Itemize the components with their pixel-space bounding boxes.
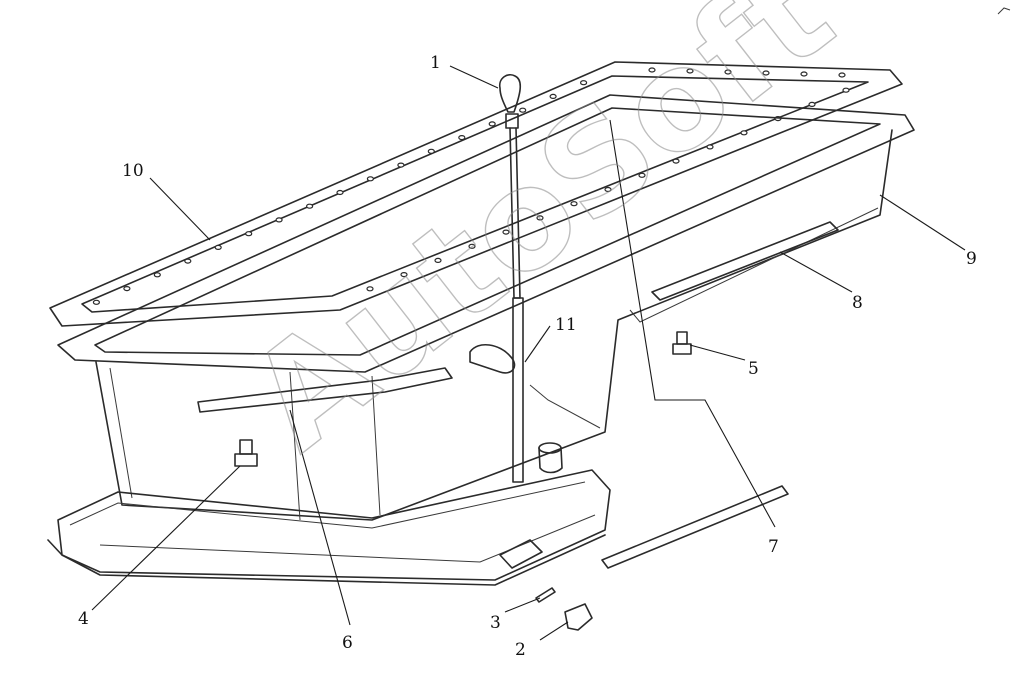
plug-2: [564, 603, 593, 631]
baffle-strip-6: [197, 367, 453, 413]
gasket-hole: [427, 148, 435, 154]
gasket-hole: [838, 72, 846, 78]
gasket-hole: [740, 130, 748, 136]
gasket-hole: [184, 258, 192, 264]
callout-1: 1: [430, 53, 441, 73]
gasket-hole: [488, 121, 496, 127]
gasket-hole: [724, 69, 732, 75]
callout-5: 5: [748, 359, 759, 379]
bolt-5: [672, 331, 692, 355]
oil-pan: [57, 94, 915, 521]
callout-2: 2: [515, 640, 526, 660]
baffle-strip-8: [651, 221, 839, 301]
pin-3: [535, 587, 556, 603]
gasket-hole: [306, 203, 314, 209]
gasket-hole: [214, 244, 222, 250]
strip-7: [601, 485, 789, 569]
gasket-hole: [579, 80, 588, 86]
gasket-hole: [604, 186, 612, 193]
gasket-hole: [458, 135, 466, 141]
sump-bottom: [47, 469, 611, 586]
gasket-hole: [519, 107, 527, 113]
callout-11: 11: [555, 315, 577, 335]
gasket-hole: [123, 286, 131, 292]
drain-boss: [499, 539, 543, 569]
gasket-hole: [92, 299, 101, 305]
gasket-hole: [842, 87, 850, 93]
gasket-hole: [434, 257, 442, 263]
corner-mark: [997, 7, 1011, 15]
gasket-hole: [366, 176, 374, 182]
gasket-hole: [275, 217, 283, 223]
gasket-hole: [808, 101, 816, 108]
gasket-hole: [336, 189, 344, 196]
callout-10: 10: [122, 161, 144, 181]
gasket-hole: [686, 68, 694, 74]
callout-7: 7: [768, 537, 779, 557]
gasket-hole: [536, 215, 544, 221]
watermark-text: AutoSoft: [221, 0, 861, 481]
gasket-hole: [648, 67, 656, 73]
upper-gasket: [49, 61, 903, 327]
dipstick: [498, 73, 524, 483]
gasket-hole: [800, 71, 808, 77]
callout-4: 4: [78, 609, 89, 629]
gasket-hole: [762, 70, 770, 76]
callout-3: 3: [490, 613, 501, 633]
clip-11: [469, 344, 516, 374]
callout-6: 6: [342, 633, 353, 653]
fitting-4: [234, 439, 258, 467]
callout-labels: 1 2 3 4 5 6 7 8 9 10 11: [78, 53, 977, 660]
gasket-hole: [502, 229, 510, 235]
gasket-hole: [153, 272, 161, 278]
gasket-hole: [245, 231, 253, 237]
callout-8: 8: [852, 293, 863, 313]
leader-lines: [91, 65, 966, 641]
gasket-hole: [397, 162, 405, 168]
gasket-hole: [570, 201, 578, 207]
gasket-hole: [638, 172, 646, 178]
callout-9: 9: [966, 249, 977, 269]
gasket-hole: [400, 272, 408, 278]
filler-neck: [538, 442, 563, 474]
gasket-hole: [706, 144, 714, 150]
gasket-hole: [672, 158, 680, 164]
gasket-hole: [366, 286, 374, 292]
gasket-hole: [468, 243, 476, 249]
gasket-hole: [549, 93, 557, 100]
